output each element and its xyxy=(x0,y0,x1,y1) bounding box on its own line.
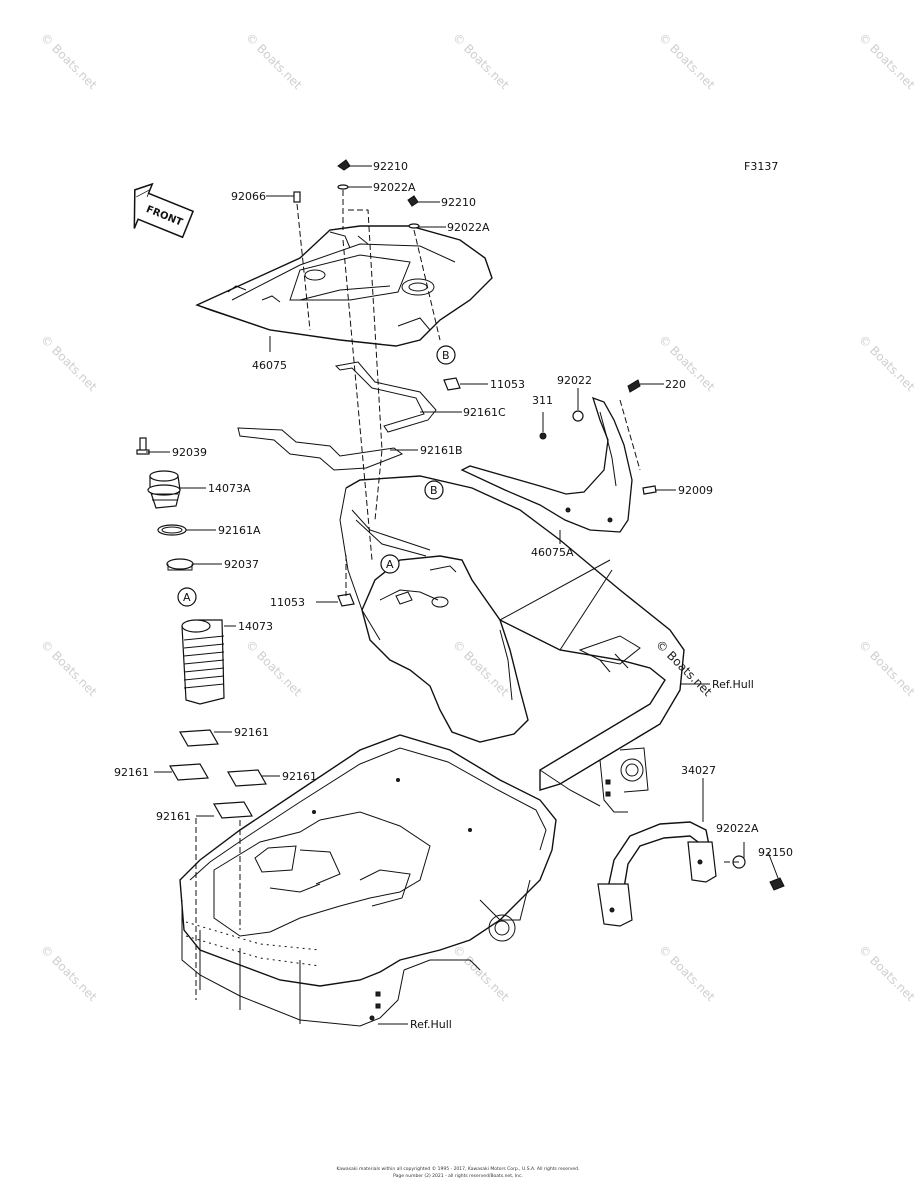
label-92022A: 92022A xyxy=(716,822,759,835)
front-arrow-icon: FRONT xyxy=(133,182,195,239)
label-ref-hull: Ref.Hull xyxy=(410,1018,452,1031)
callout-b-label: B xyxy=(430,484,438,497)
watermark: © Boats.net xyxy=(38,942,100,1004)
label-11053: 11053 xyxy=(490,378,525,391)
gasket-92161B xyxy=(237,427,404,471)
watermark: © Boats.net xyxy=(856,30,917,92)
callout-B-top: B xyxy=(436,345,456,365)
callout-A-hose: A xyxy=(177,587,197,607)
label-92009: 92009 xyxy=(678,484,713,497)
label-92150: 92150 xyxy=(758,846,793,859)
upper-deck-ref-hull xyxy=(339,475,685,813)
callout-A-console: A xyxy=(380,554,400,574)
grab-bar-34027 xyxy=(597,821,717,927)
filler-assembly xyxy=(136,437,225,705)
label-92039: 92039 xyxy=(172,446,207,459)
deck-cover-46075A xyxy=(460,396,633,533)
leader-lines xyxy=(146,165,779,1025)
label-14073: 14073 xyxy=(238,620,273,633)
watermark: © Boats.net xyxy=(450,942,512,1004)
watermark: © Boats.net xyxy=(856,942,917,1004)
callout-a-label: A xyxy=(183,591,191,604)
label-92161C: 92161C xyxy=(463,406,506,419)
callout-b-label: B xyxy=(442,349,450,362)
gasket-92161C xyxy=(334,361,437,433)
watermark: © Boats.net xyxy=(856,332,917,394)
callout-a-label: A xyxy=(386,558,394,571)
callout-B-deck: B xyxy=(424,480,444,500)
label-92037: 92037 xyxy=(224,558,259,571)
watermark: © Boats.net xyxy=(656,30,718,92)
watermark: © Boats.net xyxy=(38,332,100,394)
watermark: © Boats.net xyxy=(243,637,305,699)
watermark: © Boats.net xyxy=(856,637,917,699)
label-92210: 92210 xyxy=(441,196,476,209)
label-ref-hull: Ref.Hull xyxy=(712,678,754,691)
assembly-lines xyxy=(195,190,740,1000)
label-46075: 46075 xyxy=(252,359,287,372)
label-92161: 92161 xyxy=(156,810,191,823)
watermark-overlay: © Boats.net xyxy=(653,637,715,699)
part-labels: 92210 92022A 92066 92210 92022A 46075 11… xyxy=(114,160,793,1031)
label-92210: 92210 xyxy=(373,160,408,173)
label-92161: 92161 xyxy=(282,770,317,783)
label-220: 220 xyxy=(665,378,686,391)
label-92161: 92161 xyxy=(114,766,149,779)
label-92022: 92022 xyxy=(557,374,592,387)
watermark: © Boats.net xyxy=(38,30,100,92)
footer-page-info: Page number (2) 2021 - all rights reserv… xyxy=(393,1173,523,1179)
label-92161: 92161 xyxy=(234,726,269,739)
label-14073A: 14073A xyxy=(208,482,251,495)
label-92161A: 92161A xyxy=(218,524,261,537)
label-46075A: 46075A xyxy=(531,546,574,559)
label-92022A: 92022A xyxy=(373,181,416,194)
footer-copyright: Kawasaki materials within all copyrighte… xyxy=(337,1165,580,1172)
label-92066: 92066 xyxy=(231,190,266,203)
hardware xyxy=(293,159,785,891)
watermark: © Boats.net xyxy=(656,942,718,1004)
watermark: © Boats.net xyxy=(450,30,512,92)
watermark: © Boats.net xyxy=(243,30,305,92)
watermark: © Boats.net xyxy=(450,637,512,699)
pad-92161-set xyxy=(169,729,267,819)
label-311: 311 xyxy=(532,394,553,407)
lower-hull-ref-hull xyxy=(179,734,557,1027)
watermark: © Boats.net xyxy=(38,637,100,699)
figure-id: F3137 xyxy=(744,160,778,173)
label-34027: 34027 xyxy=(681,764,716,777)
label-11053: 11053 xyxy=(270,596,305,609)
label-92022A: 92022A xyxy=(447,221,490,234)
storage-lid-46075 xyxy=(195,225,493,347)
label-92161B: 92161B xyxy=(420,444,463,457)
